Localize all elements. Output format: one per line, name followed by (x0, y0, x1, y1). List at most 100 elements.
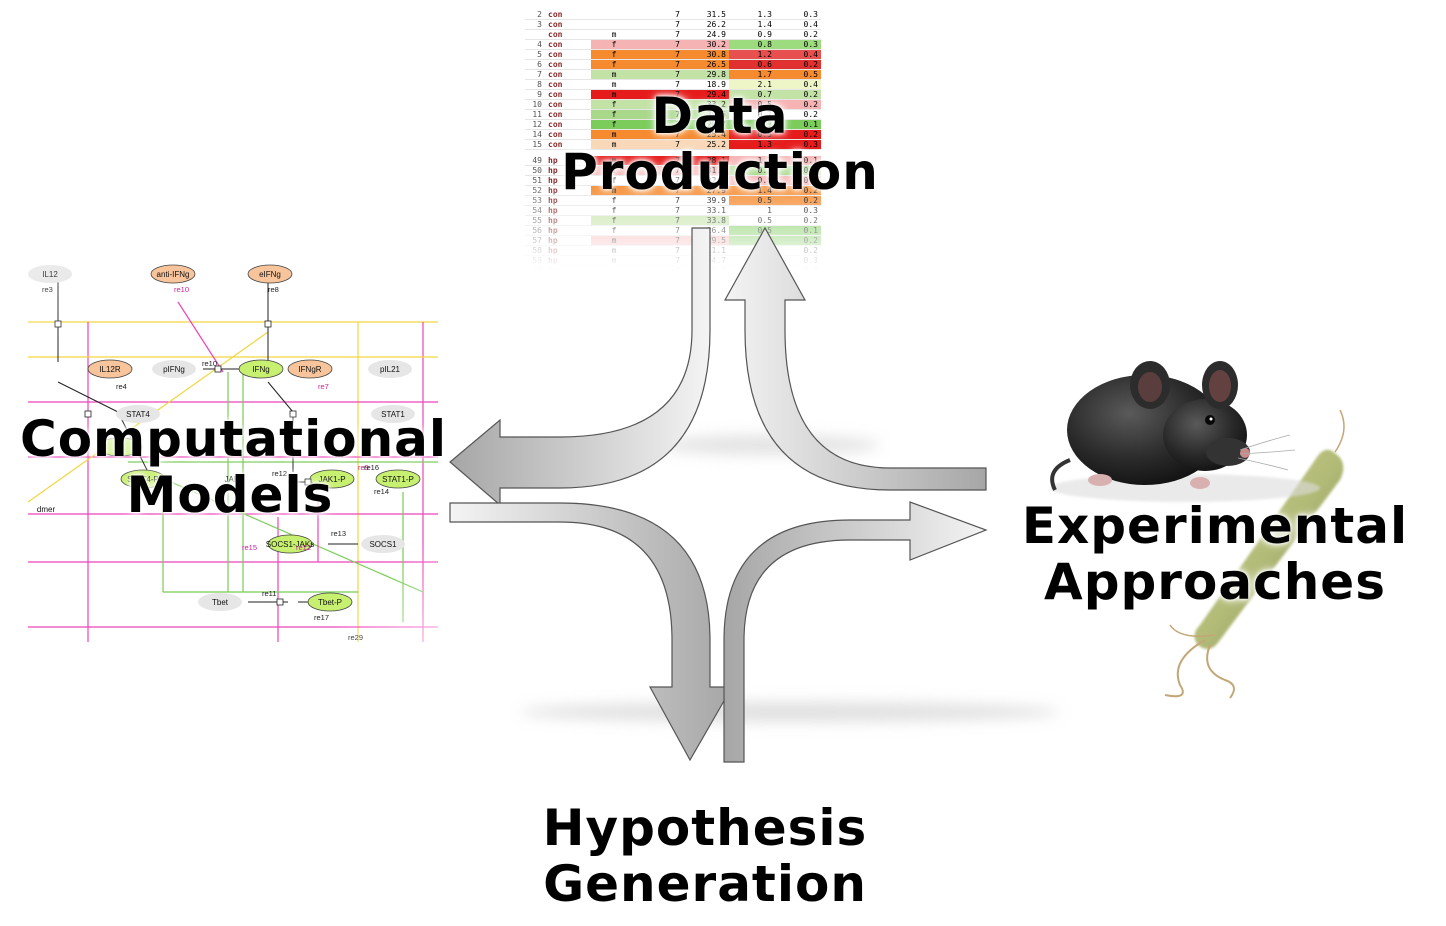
table-cell: m (591, 235, 637, 246)
hypothesis-generation-line2: Generation (543, 855, 867, 913)
table-cell: 7 (637, 175, 683, 186)
table-cell: 1.7 (729, 69, 775, 80)
network-diagram: IL12anti-IFNgeIFNgIL12RpIFNgIFNgIFNgRpIL… (28, 262, 438, 642)
table-cell: hp (545, 225, 591, 236)
table-cell: 0.8 (729, 39, 775, 50)
table-cell: f (591, 39, 637, 50)
table-cell: 7 (637, 129, 683, 140)
data-production-line1: Data (651, 87, 789, 145)
data-production-line2: Production (561, 143, 879, 201)
table-cell: 0.6 (729, 59, 775, 70)
table-cell: 0.2 (775, 215, 821, 226)
arrow-shadow-upper (660, 435, 880, 455)
table-cell: 7 (637, 29, 683, 40)
table-cell: hp (545, 235, 591, 246)
table-cell: m (591, 245, 637, 256)
table-cell (591, 10, 637, 20)
table-cell: 9 (525, 89, 545, 100)
table-cell (525, 29, 545, 40)
table-cell: 1.4 (729, 185, 775, 196)
table-cell: 54 (525, 205, 545, 216)
table-cell: 60 (525, 265, 545, 270)
table-cell: 7 (637, 235, 683, 246)
hypothesis-generation-label: Hypothesis Generation (530, 800, 880, 912)
table-cell: m (591, 185, 637, 196)
table-cell: 7 (525, 69, 545, 80)
table-cell: 0.2 (775, 245, 821, 256)
table-cell: 0.5 (729, 215, 775, 226)
table-cell: 2 (525, 10, 545, 20)
table-cell: f (591, 205, 637, 216)
table-cell: hp (545, 195, 591, 206)
table-cell: 7 (637, 185, 683, 196)
table-cell: 33.8 (683, 215, 729, 226)
table-cell (591, 19, 637, 30)
table-cell: 31.5 (683, 165, 729, 176)
table-cell: f (591, 59, 637, 70)
table-cell: 55 (525, 215, 545, 226)
table-cell: 1.3 (729, 119, 775, 130)
table-cell: 59 (525, 255, 545, 266)
table-cell: 11 (525, 109, 545, 120)
table-cell: con (545, 19, 591, 30)
table-cell: 0.5 (729, 195, 775, 206)
table-cell: 0.1 (775, 225, 821, 236)
arrow-hypothesis-to-experimental (723, 501, 988, 763)
table-cell: 7 (637, 215, 683, 226)
table-cell: f (591, 225, 637, 236)
table-cell: 1.4 (729, 19, 775, 30)
computational-models-line1: Computational (20, 410, 448, 468)
table-cell: 0.3 (775, 10, 821, 20)
table-cell: 0.9 (729, 29, 775, 40)
table-cell: 10 (525, 99, 545, 110)
table-cell: 0.2 (775, 185, 821, 196)
table-cell: 30.5 (683, 109, 729, 120)
mouse-icon (1050, 361, 1320, 502)
table-cell: 0.4 (775, 49, 821, 60)
table-cell: con (545, 119, 591, 130)
table-cell: 7 (637, 99, 683, 110)
table-cell: hp (545, 156, 591, 166)
table-cell: 0.5 (729, 99, 775, 110)
table-cell: hp (545, 265, 591, 270)
table-cell: 56 (525, 225, 545, 236)
table-cell: f (591, 175, 637, 186)
table-cell: m (591, 265, 637, 270)
table-cell: 25.4 (683, 129, 729, 140)
table-cell: 30.2 (683, 39, 729, 50)
table-cell: 39.9 (683, 195, 729, 206)
table-cell: 0.1 (775, 119, 821, 130)
table-cell: 7 (637, 19, 683, 30)
computational-models-line2: Models (126, 466, 334, 524)
table-cell: 7 (637, 69, 683, 80)
arrow-experimental-to-data (723, 226, 987, 491)
table-cell: 0.5 (729, 165, 775, 176)
hypothesis-generation-line1: Hypothesis (542, 799, 868, 857)
table-cell: m (591, 129, 637, 140)
table-cell: con (545, 59, 591, 70)
table-cell: hp (545, 255, 591, 266)
experimental-approaches-line2: Approaches (1044, 553, 1386, 611)
table-cell: 0.5 (729, 129, 775, 140)
table-cell: 7 (637, 255, 683, 266)
table-cell: 33.1 (683, 205, 729, 216)
table-cell: 0.2 (775, 89, 821, 100)
table-cell: con (545, 49, 591, 60)
table-cell: 4 (525, 39, 545, 50)
table-cell: 0.2 (775, 29, 821, 40)
mouse-illustration (1050, 361, 1345, 699)
table-cell: 33.2 (683, 99, 729, 110)
table-cell: 0.3 (775, 39, 821, 50)
table-cell: 7 (637, 49, 683, 60)
table-cell: hp (545, 205, 591, 216)
table-cell: 57 (525, 235, 545, 246)
